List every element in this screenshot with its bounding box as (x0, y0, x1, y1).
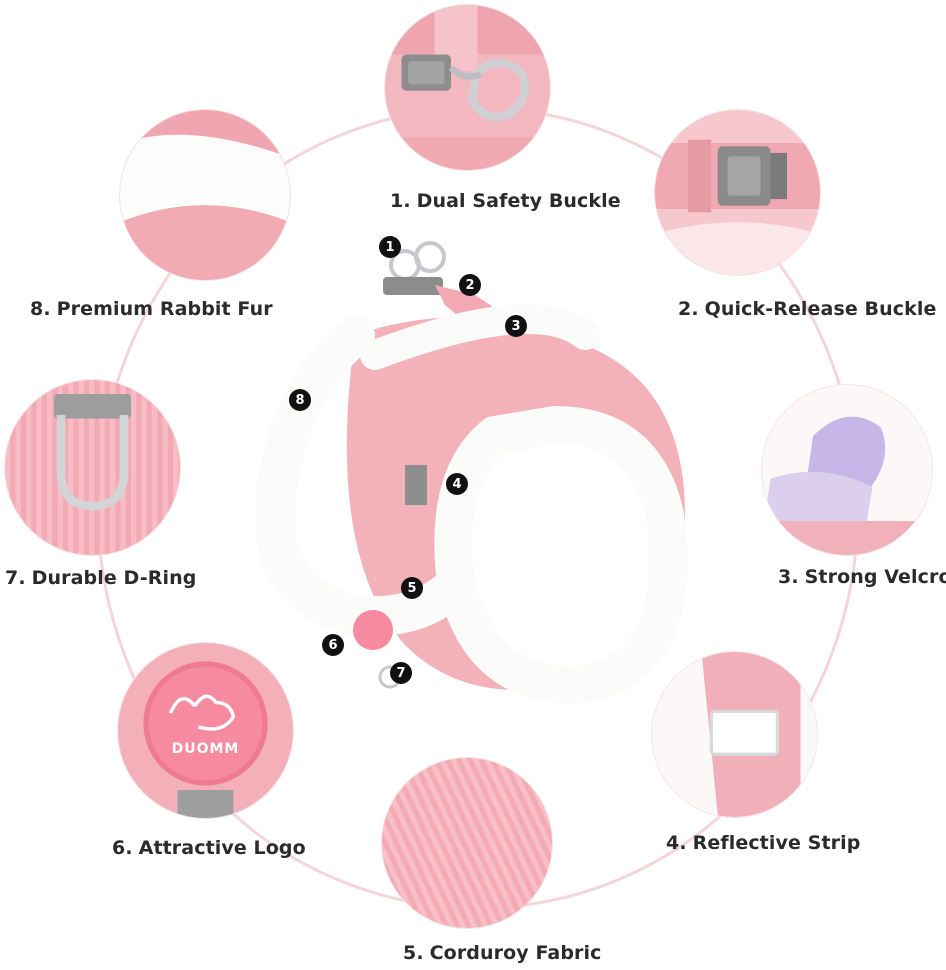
detail-circle-attractive-logo: DUOMM (118, 643, 293, 818)
feature-label-8: 8.Premium Rabbit Fur (30, 298, 273, 320)
logo-text: DUOMM (171, 741, 240, 757)
dual-buckle-illustration (385, 5, 550, 170)
marker-7: 7 (390, 662, 412, 684)
marker-2: 2 (459, 274, 481, 296)
marker-4: 4 (446, 473, 468, 495)
marker-8: 8 (289, 389, 311, 411)
marker-6: 6 (322, 634, 344, 656)
detail-circle-quick-release-buckle (655, 110, 820, 275)
velcro-illustration (762, 385, 932, 555)
feature-label-4: 4.Reflective Strip (666, 832, 861, 854)
feature-label-2: 2.Quick-Release Buckle (678, 298, 937, 320)
feature-label-3: 3.Strong Velcro (778, 566, 946, 588)
feature-label-5: 5.Corduroy Fabric (403, 942, 602, 964)
detail-circle-corduroy-fabric (382, 758, 552, 928)
detail-circle-reflective-strip (652, 652, 817, 817)
detail-circle-premium-rabbit-fur (120, 110, 290, 280)
corduroy-illustration (382, 758, 552, 928)
marker-1: 1 (379, 236, 401, 258)
marker-3: 3 (505, 315, 527, 337)
detail-circle-dual-safety-buckle (385, 5, 550, 170)
feature-label-7: 7.Durable D-Ring (5, 567, 197, 589)
d-ring-illustration (5, 380, 180, 555)
rabbit-fur-illustration (120, 110, 290, 280)
harness-illustration (255, 241, 687, 705)
reflective-strip-illustration (652, 652, 817, 817)
logo-patch-illustration (118, 643, 293, 818)
quick-release-illustration (655, 110, 820, 275)
detail-circle-strong-velcro (762, 385, 932, 555)
marker-5: 5 (401, 577, 423, 599)
feature-label-6: 6.Attractive Logo (112, 837, 306, 859)
detail-circle-durable-d-ring (5, 380, 180, 555)
feature-label-1: 1.Dual Safety Buckle (390, 190, 621, 212)
